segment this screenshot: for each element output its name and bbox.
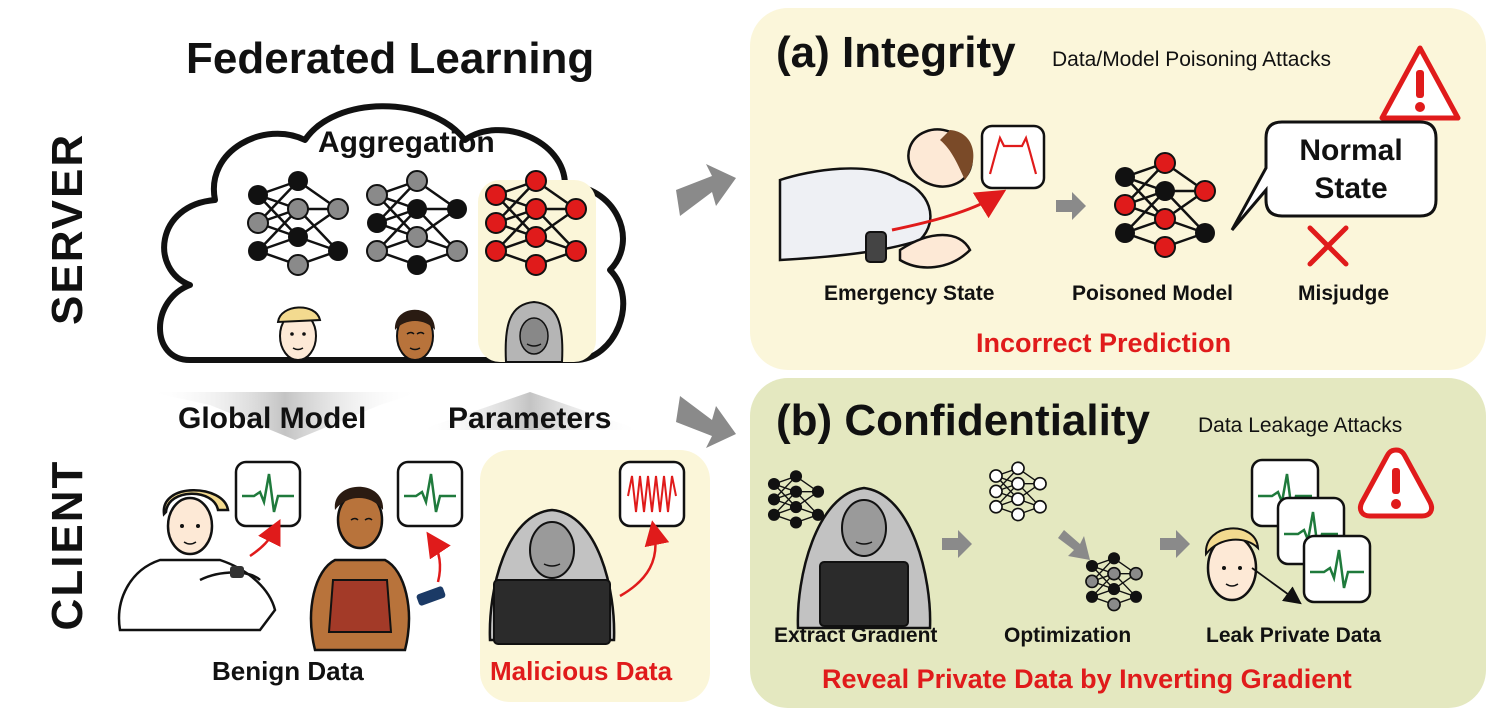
extract-gradient-label: Extract Gradient: [774, 624, 938, 647]
confidentiality-result: Reveal Private Data by Inverting Gradien…: [822, 664, 1352, 694]
page-title: Federated Learning: [186, 34, 595, 83]
ecg-icon: [396, 460, 464, 528]
arrow-icon: [1058, 530, 1090, 560]
neural-network-icon: [1114, 152, 1216, 258]
neural-network-icon: [366, 170, 468, 275]
neural-network-icon: [989, 461, 1047, 522]
ecg-icon: [618, 460, 686, 528]
neural-network-icon: [1085, 552, 1143, 612]
arrow-icon: [1160, 530, 1190, 558]
ecg-icon: [1302, 534, 1372, 604]
neural-network-icon: [767, 470, 825, 529]
warning-icon: [1357, 447, 1435, 519]
misjudge-label: Misjudge: [1298, 282, 1390, 305]
confidentiality-subtitle: Data Leakage Attacks: [1198, 414, 1403, 437]
smartwatch-icon: [865, 231, 887, 263]
client-person: [117, 489, 277, 632]
confidentiality-heading: (b) Confidentiality: [776, 396, 1150, 445]
avatar: [1204, 527, 1260, 602]
hacker-icon: [796, 486, 932, 630]
global-model-arrow: [150, 392, 420, 440]
avatar: [276, 306, 322, 361]
parameters-arrow: [420, 392, 640, 430]
arrow-icon: [676, 396, 736, 448]
laptop-icon: [493, 579, 611, 645]
ecg-icon: [980, 124, 1046, 190]
global-model-label: Global Model: [178, 402, 367, 435]
hacker-icon: [488, 508, 616, 645]
integrity-subtitle: Data/Model Poisoning Attacks: [1052, 48, 1331, 71]
bubble-line1: Normal: [1299, 134, 1403, 167]
client-person: [309, 486, 446, 652]
neural-network-icon: [485, 170, 587, 276]
arrow-icon: [676, 164, 736, 216]
aggregation-label: Aggregation: [318, 126, 495, 159]
smartphone-icon: [416, 586, 446, 606]
arrow-icon: [1056, 192, 1086, 220]
server-label: SERVER: [43, 132, 92, 325]
optimization-label: Optimization: [1004, 624, 1132, 647]
warning-icon: [1379, 45, 1461, 121]
smartwatch-icon: [230, 566, 244, 578]
leak-private-data-label: Leak Private Data: [1206, 624, 1382, 647]
speech-bubble: [1230, 120, 1438, 231]
avatar: [394, 309, 435, 361]
integrity-result: Incorrect Prediction: [976, 328, 1232, 358]
cross-icon: [1307, 225, 1349, 267]
emergency-person: [778, 128, 974, 269]
neural-network-icon: [247, 171, 349, 276]
parameters-label: Parameters: [448, 402, 612, 435]
benign-data-label: Benign Data: [212, 656, 364, 686]
integrity-heading: (a) Integrity: [776, 28, 1016, 77]
hacker-icon: [504, 300, 564, 363]
malicious-data-label: Malicious Data: [490, 656, 673, 686]
laptop-icon: [819, 561, 909, 627]
ecg-icon: [234, 460, 302, 528]
bubble-line2: State: [1314, 172, 1388, 205]
emergency-state-label: Emergency State: [824, 282, 995, 305]
arrow-icon: [942, 530, 972, 558]
client-label: CLIENT: [43, 459, 92, 631]
poisoned-model-label: Poisoned Model: [1072, 282, 1234, 305]
